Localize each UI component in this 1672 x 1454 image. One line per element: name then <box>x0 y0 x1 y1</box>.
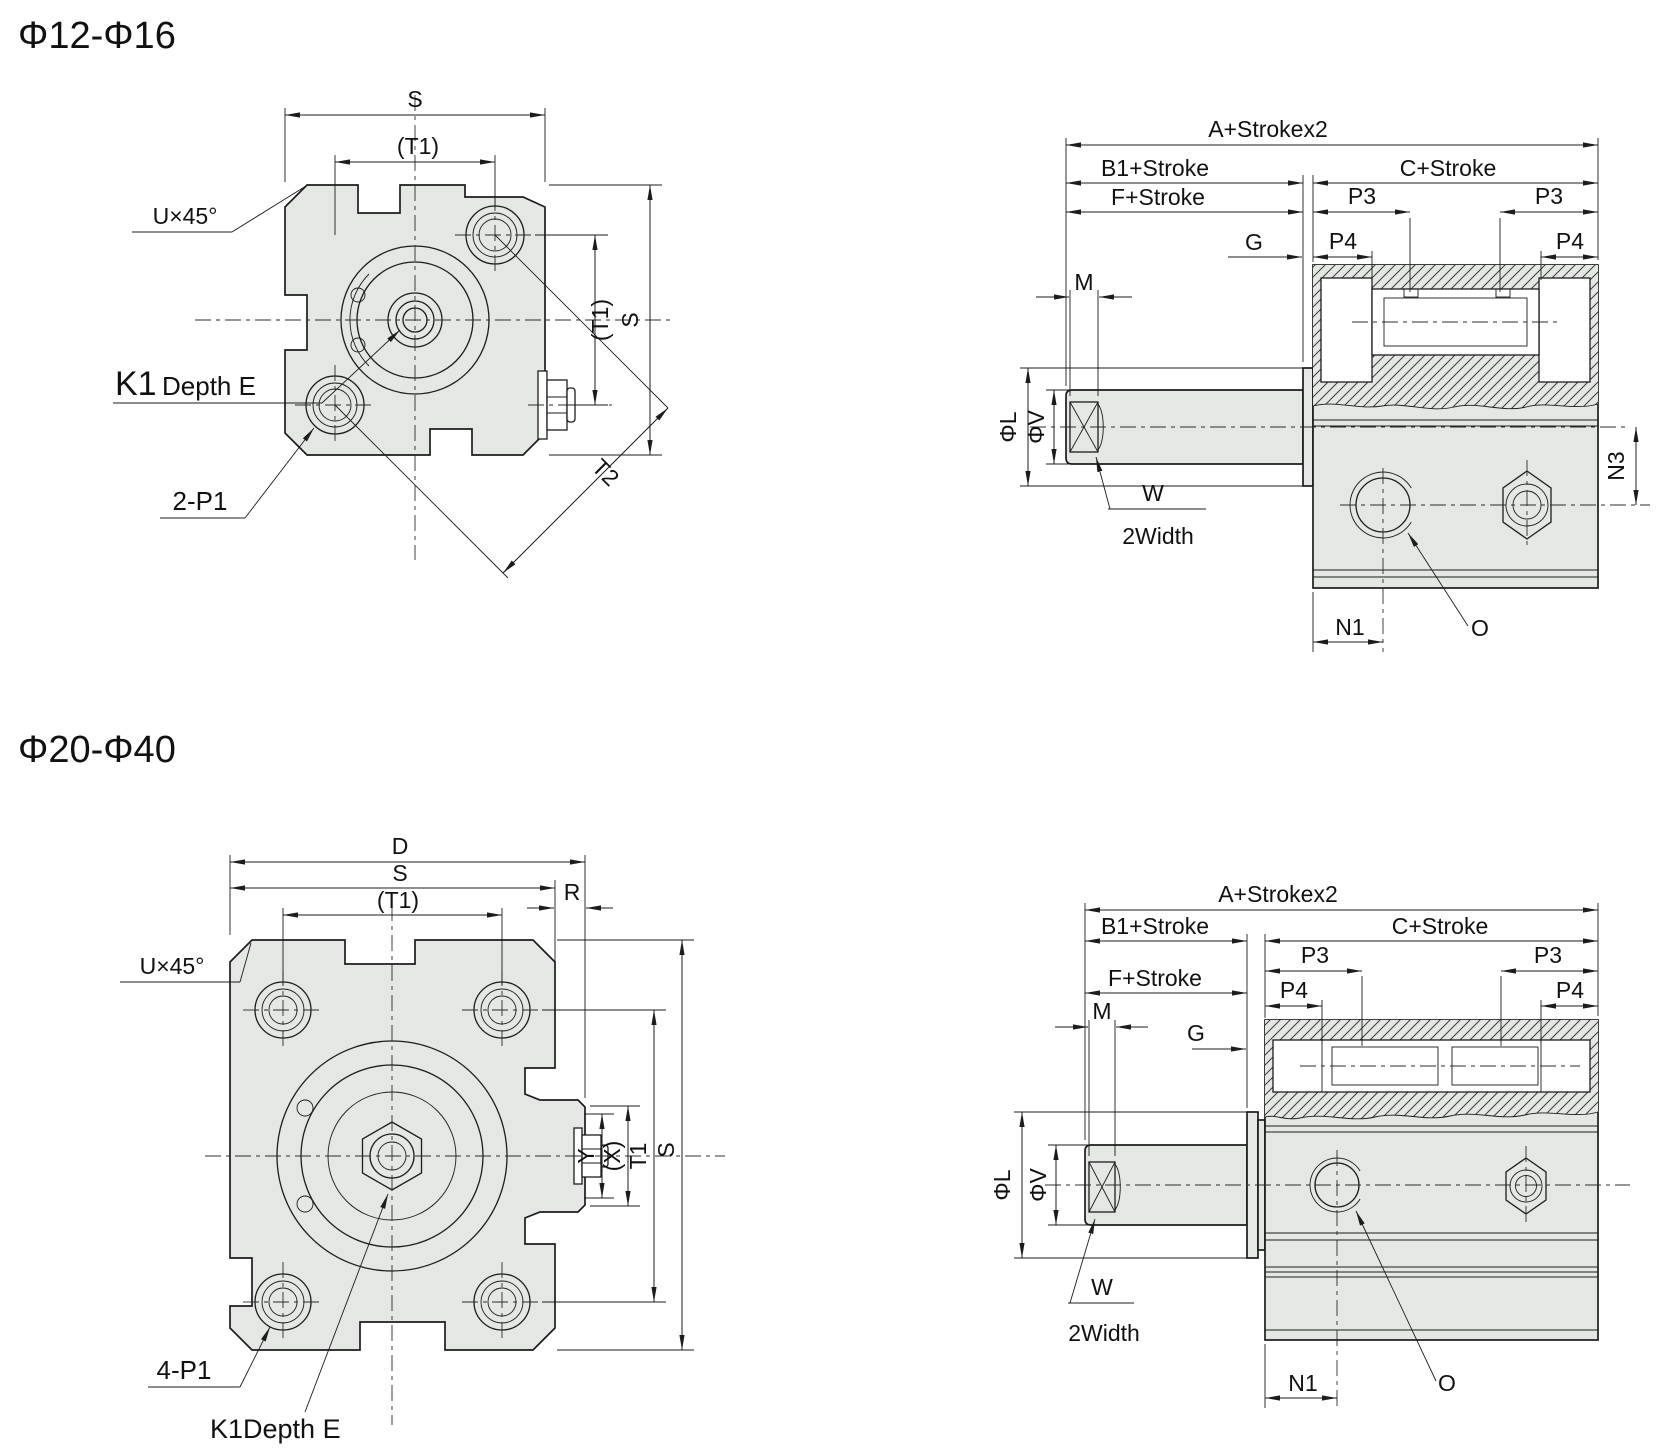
port-o-leader <box>1407 532 1469 627</box>
dim-label-b1: B1+Stroke <box>1101 913 1209 939</box>
k1-note-label: K1Depth E <box>210 1414 341 1444</box>
k1-depth-label: Depth E <box>162 371 256 401</box>
port-count-leader <box>239 1326 271 1388</box>
dim-label-a: A+Strokex2 <box>1208 116 1328 142</box>
cylinder-body-outline <box>229 939 586 1351</box>
dim-label-phi-v: ΦV <box>1023 410 1049 444</box>
snap-ring-hole-bottom <box>350 337 366 353</box>
dim-label-p3-left: P3 <box>1301 942 1329 968</box>
dim-label-t2: T2 <box>587 454 624 491</box>
dim-label-p3-right: P3 <box>1535 183 1563 209</box>
rod-flat-arc <box>1114 1163 1121 1211</box>
dim-label-b1: B1+Stroke <box>1101 155 1209 181</box>
dim-label-g: G <box>1187 1020 1205 1046</box>
dim-label-t1-right: T1 <box>625 1143 651 1170</box>
dim-label-p4-right: P4 <box>1556 977 1584 1003</box>
port-o-label: O <box>1471 615 1489 641</box>
dim-label-s-right: S <box>653 1142 679 1157</box>
hex-plug <box>1502 470 1552 540</box>
dim-line-t2 <box>502 407 669 574</box>
dim-label-s-right: S <box>617 312 643 327</box>
port-count-leader <box>244 427 315 519</box>
chamfer-note-label: U×45° <box>140 953 205 979</box>
dim-label-c: C+Stroke <box>1400 155 1497 181</box>
dim-label-a: A+Strokex2 <box>1218 881 1338 907</box>
dim-label-t1-top: (T1) <box>397 133 439 159</box>
port-recess-right <box>1538 277 1591 383</box>
t2-extension-line-2 <box>334 404 509 579</box>
dim-label-p4-left: P4 <box>1329 228 1357 254</box>
dim-label-p4-left: P4 <box>1280 977 1308 1003</box>
port-o-label: O <box>1438 1370 1456 1396</box>
title-small-bore: Φ12-Φ16 <box>18 15 176 57</box>
dim-label-s-top: S <box>392 860 407 886</box>
dim-label-m: M <box>1074 269 1093 295</box>
title-large-bore: Φ20-Φ40 <box>18 729 176 771</box>
dim-label-n1: N1 <box>1335 614 1364 640</box>
dim-label-c: C+Stroke <box>1392 913 1489 939</box>
break-line <box>1312 403 1599 410</box>
rod-wrench-flat-box <box>1088 1161 1116 1213</box>
dim-label-m: M <box>1092 998 1111 1024</box>
dim-label-phi-l: ΦL <box>989 1169 1015 1200</box>
rod-flat-label: W <box>1142 480 1164 506</box>
snap-ring-hole-bottom <box>296 1195 314 1213</box>
snap-ring-hole-top <box>296 1099 314 1117</box>
dim-label-t1-right: (T1) <box>587 299 613 341</box>
dim-label-p3-right: P3 <box>1534 942 1562 968</box>
dim-label-f: F+Stroke <box>1111 184 1205 210</box>
dim-label-phi-v: ΦV <box>1025 1168 1051 1202</box>
dim-label-x: (X) <box>599 1141 625 1172</box>
rod-flat-label: W <box>1091 1274 1113 1300</box>
k1-leader <box>321 329 401 404</box>
rod-flat-leader <box>1095 456 1111 510</box>
dim-label-p4-right: P4 <box>1556 228 1584 254</box>
rod-flat-note: 2Width <box>1122 523 1194 549</box>
dim-label-n3: N3 <box>1603 451 1629 480</box>
dim-label-y: Y <box>573 1148 599 1163</box>
k1-leader <box>304 1193 389 1413</box>
dim-label-phi-l: ΦL <box>995 411 1021 442</box>
dim-label-n1: N1 <box>1288 1370 1317 1396</box>
chamfer-leader <box>231 185 307 233</box>
dim-label-s-top: S <box>407 86 422 112</box>
hex-plug-ring-inner <box>1515 1175 1537 1197</box>
dim-label-t1-top: (T1) <box>377 887 419 913</box>
chamfer-leader <box>239 942 252 983</box>
dim-label-p3-left: P3 <box>1348 183 1376 209</box>
rod-flat-leader <box>1069 1218 1096 1304</box>
side-port-thread-arc <box>1309 1157 1361 1213</box>
dim-label-r: R <box>564 879 581 905</box>
front-view-small: S (T1) (T1) S T2 U×45° K1 Depth E 2-P1 <box>113 86 672 579</box>
k1-label: K1 <box>115 365 157 403</box>
front-view-large: D S (T1) R Y (X) T1 S U×45° 4 <box>120 833 725 1444</box>
port-opening-right <box>1495 288 1511 298</box>
snap-ring-hole-top <box>350 287 366 303</box>
port-o-leader <box>1355 1210 1437 1382</box>
port-count-label: 2-P1 <box>173 486 228 516</box>
dim-label-g: G <box>1245 229 1263 255</box>
dim-label-d: D <box>392 833 409 859</box>
port-recess-left <box>1320 277 1373 383</box>
dim-label-f: F+Stroke <box>1108 965 1202 991</box>
break-line <box>1264 1111 1599 1120</box>
side-view-large: A+Strokex2 B1+Stroke C+Stroke P3 P3 F+St… <box>989 881 1630 1408</box>
chamfer-note-label: U×45° <box>153 203 218 229</box>
side-view-small: A+Strokex2 B1+Stroke C+Stroke F+Stroke P… <box>995 116 1650 652</box>
port-count-label: 4-P1 <box>157 1355 212 1385</box>
rod-flat-note: 2Width <box>1068 1320 1140 1346</box>
t2-extension-line-1 <box>494 234 669 409</box>
port-opening-left <box>1403 288 1419 298</box>
